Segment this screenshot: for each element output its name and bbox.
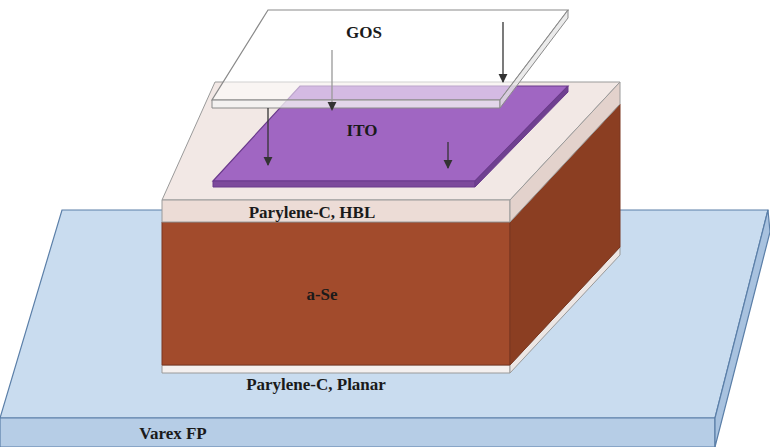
gos-label: GOS	[346, 24, 382, 41]
light-arrow	[267, 108, 268, 165]
planar-layer-front	[162, 365, 510, 373]
gos-front	[212, 100, 500, 108]
gos-side	[500, 10, 568, 108]
planar-label: Parylene-C, Planar	[246, 376, 386, 393]
flat-panel-front	[0, 418, 715, 447]
flat-panel-top	[0, 210, 768, 418]
ito-front	[213, 181, 475, 187]
light-arrow	[331, 50, 332, 110]
flat-panel-side	[715, 210, 770, 447]
light-arrow	[502, 22, 503, 82]
ito-label: ITO	[347, 122, 378, 139]
hbl-label: Parylene-C, HBL	[249, 204, 376, 221]
hbl-top	[162, 82, 620, 200]
hbl-front	[162, 200, 510, 222]
a-se-label: a-Se	[306, 286, 337, 303]
flat-panel-label: Varex FP	[139, 425, 207, 442]
a-se-front	[162, 222, 510, 365]
light-arrow	[447, 142, 448, 168]
ito-top	[213, 86, 568, 181]
